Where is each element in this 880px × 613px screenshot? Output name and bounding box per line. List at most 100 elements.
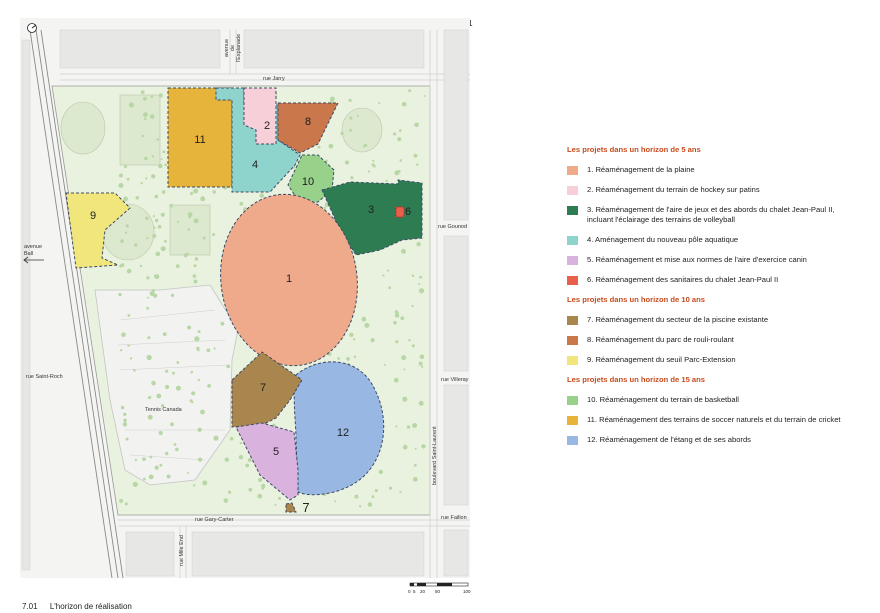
legend-text-line: 6. Réaménagement des sanitaires du chale… <box>587 275 779 284</box>
tree-dot <box>349 116 353 120</box>
zone-9[interactable] <box>65 192 131 269</box>
tree-dot <box>395 425 398 428</box>
tree-dot <box>159 463 163 467</box>
tree-dot <box>190 370 193 374</box>
tree-dot <box>367 170 371 173</box>
tree-dot <box>153 226 156 229</box>
tree-dot <box>187 228 190 231</box>
tree-dot <box>378 102 381 105</box>
tree-dot <box>164 239 167 243</box>
tree-dot <box>340 131 344 136</box>
tree-dot <box>146 237 149 240</box>
tree-dot <box>330 99 334 104</box>
legend-item: 11. Réaménagement des terrains de soccer… <box>567 415 877 425</box>
scale-label-20: 20 <box>420 589 426 594</box>
legend-text: 11. Réaménagement des terrains de soccer… <box>587 415 841 425</box>
tree-dot <box>414 447 417 450</box>
zone-labels: 11 2 8 4 10 3 6 9 1 7 12 5 7 <box>90 116 411 515</box>
tree-dot <box>120 405 125 410</box>
tree-dot <box>370 338 375 343</box>
tree-dot <box>143 96 147 101</box>
north-arrow-icon <box>27 23 37 33</box>
tree-dot <box>228 490 232 494</box>
tree-dot <box>143 112 148 117</box>
tree-dot <box>384 363 386 366</box>
tree-dot <box>207 384 212 388</box>
tree-dot <box>176 220 179 223</box>
tree-dot <box>193 279 198 284</box>
tree-dot <box>119 264 123 268</box>
tree-dot <box>229 436 234 441</box>
zone-8[interactable] <box>277 102 339 154</box>
street-esplanade-2: de <box>230 45 236 51</box>
street-saint-roch: rue Saint-Roch <box>26 374 63 380</box>
street-villeray: rue Villeray <box>441 377 469 383</box>
tree-dot <box>223 498 229 503</box>
legend-swatch <box>567 356 578 365</box>
tree-dot <box>411 305 414 308</box>
legend-text-line: 7. Réaménagement du secteur de la piscin… <box>587 315 769 324</box>
tree-dot <box>245 463 250 468</box>
tree-dot <box>147 296 150 299</box>
tree-dot <box>187 471 190 474</box>
tree-dot <box>118 173 123 178</box>
tree-dot <box>124 502 128 506</box>
legend-text-line: 10. Réaménagement du terrain de basketba… <box>587 395 739 404</box>
tree-dot <box>411 344 415 348</box>
tree-dot <box>162 150 166 154</box>
tree-dot <box>411 274 415 278</box>
legend-swatch <box>567 336 578 345</box>
tree-dot <box>372 159 375 162</box>
tree-dot <box>274 503 277 506</box>
tree-dot <box>278 496 282 500</box>
tree-dot <box>397 137 402 142</box>
caption-number: 7.01 <box>22 602 38 611</box>
zone-label-5: 5 <box>273 446 279 458</box>
legend-text: 5. Réaménagement et mise aux normes de l… <box>587 255 807 265</box>
legend-text-line: 3. Réaménagement de l'aire de jeux et de… <box>587 205 835 214</box>
tree-dot <box>146 354 152 361</box>
legend-text-line: 8. Réaménagement du parc de rouli-roulan… <box>587 335 734 344</box>
street-faillon: rue Faillon <box>441 515 467 521</box>
zone-6[interactable] <box>395 206 405 218</box>
zone-1[interactable] <box>210 185 369 374</box>
legend-item: 6. Réaménagement des sanitaires du chale… <box>567 275 877 285</box>
legend-item: 10. Réaménagement du terrain de basketba… <box>567 395 877 405</box>
street-ball-2: Ball <box>24 251 33 257</box>
tree-dot <box>259 193 265 198</box>
tree-dot <box>317 145 321 149</box>
tree-dot <box>127 314 131 317</box>
tree-dot <box>154 218 159 223</box>
tree-dot <box>161 190 166 194</box>
tree-dot <box>194 336 200 342</box>
tree-dot <box>350 176 354 180</box>
tree-dot <box>393 132 397 136</box>
zone-3[interactable] <box>321 179 423 256</box>
tree-dot <box>373 164 376 168</box>
tennis-courts <box>117 309 229 461</box>
tree-dot <box>151 174 156 179</box>
zone-label-2: 2 <box>264 120 270 132</box>
tree-dot <box>175 264 180 268</box>
zone-7b[interactable] <box>285 502 297 513</box>
tree-dot <box>202 236 206 240</box>
tree-dot <box>126 268 132 274</box>
tree-dot <box>160 212 165 217</box>
tree-dot <box>160 246 166 252</box>
zone-2[interactable] <box>243 87 277 145</box>
tree-dot <box>127 344 130 347</box>
tree-dot <box>152 233 157 239</box>
tree-dot <box>120 239 124 244</box>
legend-text: 8. Réaménagement du parc de rouli-roulan… <box>587 335 734 345</box>
tree-dot <box>349 128 353 132</box>
legend-item: 4. Aménagement du nouveau pôle aquatique <box>567 235 877 245</box>
zone-label-10: 10 <box>302 176 314 188</box>
tree-dot <box>382 274 385 277</box>
legend-swatch <box>567 416 578 425</box>
zone-5[interactable] <box>235 422 299 501</box>
legend-text-line: 1. Réaménagement de la plaine <box>587 165 695 174</box>
tree-dot <box>416 242 421 247</box>
tree-dot <box>193 264 197 268</box>
zone-12[interactable] <box>293 361 385 496</box>
